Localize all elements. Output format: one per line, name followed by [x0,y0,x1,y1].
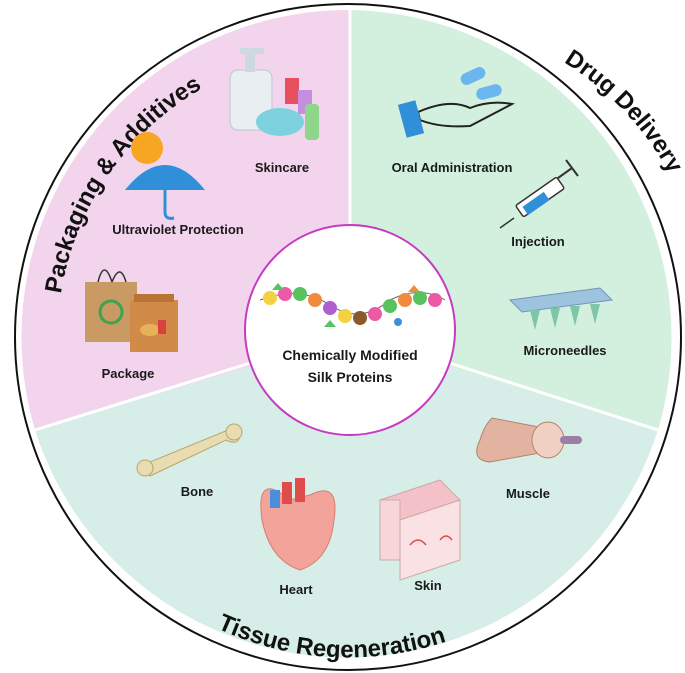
label-oral-administration: Oral Administration [392,160,513,175]
peptide-chain-icon [259,283,446,327]
label-bone: Bone [181,484,214,499]
muscle-icon [476,417,582,463]
label-package: Package [102,366,155,381]
label-microneedles: Microneedles [523,343,606,358]
sun-umbrella-icon [125,132,205,220]
package-icon [85,269,178,352]
bone-icon [136,423,243,477]
center-title-line2: Silk Proteins [308,369,393,385]
microneedles-icon [508,287,614,330]
center-circle [244,224,456,436]
label-ultraviolet-protection: Ultraviolet Protection [112,222,244,237]
center-title-line1: Chemically Modified [282,347,417,363]
skincare-icon [229,48,319,140]
skin-icon [379,479,461,581]
hand-pills-icon [397,67,516,138]
label-heart: Heart [279,582,313,597]
syringe-icon [499,159,579,229]
label-injection: Injection [511,234,565,249]
label-skin: Skin [414,578,442,593]
heart-icon [260,478,336,571]
sector-tissue-regeneration [35,337,658,658]
label-skincare: Skincare [255,160,309,175]
label-muscle: Muscle [506,486,550,501]
